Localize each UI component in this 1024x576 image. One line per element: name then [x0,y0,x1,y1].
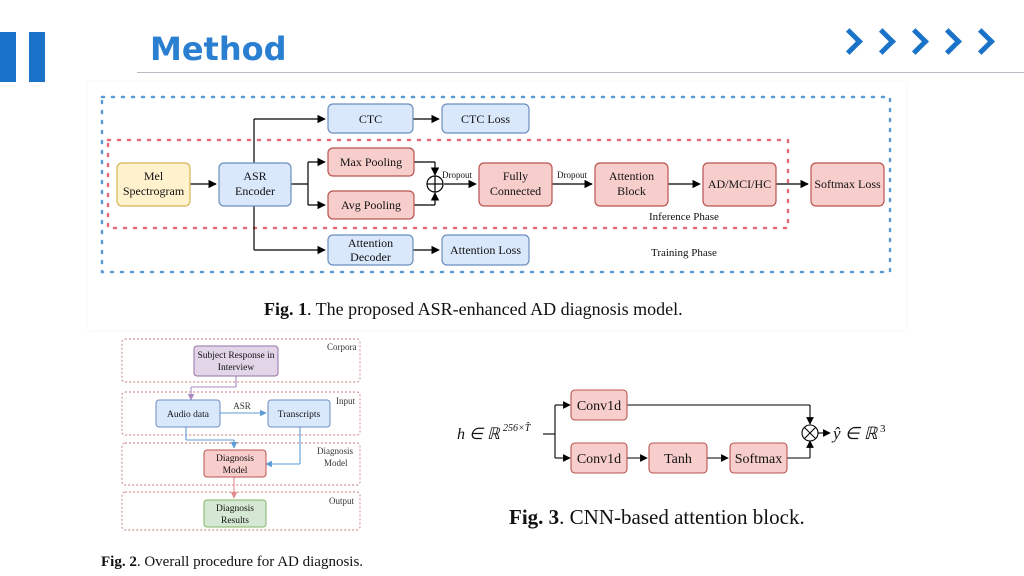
output-math-sup: 3 [880,423,886,435]
asr-arrow-label: ASR [233,401,251,411]
audio-label: Audio data [167,410,210,420]
conv1d-bottom-label: Conv1d [577,452,621,467]
asr-encoder-box [218,162,292,207]
logo-bar-left [0,32,16,82]
tanh-box [648,442,708,474]
output-label: Output [329,496,355,506]
mel-label-1: Mel [144,169,164,183]
softmax-loss-box [810,162,885,207]
asr-label-1: ASR [243,169,266,183]
chevron-right-icon [968,28,995,55]
chevron-right-icon [869,28,896,55]
mel-spectrogram-box [116,162,191,207]
figure-3-caption: Fig. 3. CNN-based attention block. [509,505,805,530]
figure-2-caption-label: Fig. 2 [101,554,137,570]
input-math-sup: 256×T̂ [503,421,532,434]
diag-results-label-1: Diagnosis [216,504,254,514]
avg-pooling-box [327,190,415,220]
multiply-operator-icon [801,424,819,442]
fully-connected-box [478,162,553,207]
diag-model-label-1: Diagnosis [216,454,254,464]
diag-section-label-2: Model [324,458,348,468]
input-label: Input [336,396,355,406]
logo-bar-right [29,32,45,82]
ctc-loss-label: CTC Loss [461,112,510,126]
attn-dec-label-2: Decoder [350,250,391,264]
softmax-label: Softmax [735,452,782,467]
corpora-section [121,338,361,383]
title-divider [137,72,1024,73]
attn-dec-label-1: Attention [348,236,393,250]
slide-title: Method [150,30,287,68]
diag-section-label-1: Diagnosis [317,446,353,456]
subject-response-box [193,345,279,377]
chevron-right-icon [902,28,929,55]
diagnosis-model-box [203,449,267,478]
diag-model-label-2: Model [223,466,248,476]
conv1d-top-label: Conv1d [577,399,621,414]
figure-1-diagram: Mel Spectrogram ASR Encoder CTC CTC Loss… [100,95,892,274]
subject-label-2: Interview [218,363,255,373]
figure-2: Corpora Input Diagnosis Model Output ASR… [96,332,398,576]
diagnosis-results-box [203,499,267,528]
admci-label: AD/MCI/HC [708,177,771,191]
softmax-loss-label: Softmax Loss [814,177,881,191]
ctc-loss-box [441,103,530,134]
attention-decoder-box [327,234,414,266]
transcripts-label: Transcripts [278,410,321,420]
subject-label-1: Subject Response in [197,351,274,361]
fully-label-2: Connected [490,184,541,198]
audio-data-box [155,399,221,428]
attn-loss-label: Attention Loss [450,243,521,257]
mel-label-2: Spectrogram [123,184,185,198]
chevron-right-icon [935,28,962,55]
ad-mci-hc-box [702,162,777,207]
figure-3-caption-text: . CNN-based attention block. [559,505,805,529]
chevron-right-icon [836,28,863,55]
max-pooling-box [327,147,415,177]
figure-1: Mel Spectrogram ASR Encoder CTC CTC Loss… [88,82,906,330]
sum-operator-icon [426,175,444,193]
dropout-label-1: Dropout [442,170,472,180]
attn-block-label-2: Block [617,184,646,198]
max-pooling-label: Max Pooling [340,155,402,169]
diag-results-label-2: Results [221,516,249,526]
conv1d-bottom-box [570,442,628,474]
figure-2-caption: Fig. 2. Overall procedure for AD diagnos… [101,554,363,571]
attn-block-label-1: Attention [609,169,654,183]
dropout-label-2: Dropout [557,170,587,180]
figure-3: Conv1d Conv1d Tanh Softmax h ∈ ℝ 256×T̂ … [443,371,907,539]
figure-3-caption-label: Fig. 3 [509,505,560,529]
output-math-label: ŷ ∈ ℝ [831,424,879,443]
corpora-label: Corpora [327,342,357,352]
figure-1-caption: Fig. 1. The proposed ASR-enhanced AD dia… [264,299,683,320]
figure-2-caption-text: . Overall procedure for AD diagnosis. [136,554,364,570]
tanh-label: Tanh [664,452,692,467]
attention-block-box [594,162,669,207]
training-phase-label: Training Phase [651,247,717,259]
ctc-box [327,103,414,134]
diagnosis-model-section [121,442,361,486]
figure-1-caption-label: Fig. 1 [264,299,307,319]
ctc-label: CTC [359,112,382,126]
softmax-box [729,442,788,474]
inference-phase-label: Inference Phase [649,211,719,223]
output-section [121,491,361,531]
fully-label-1: Fully [503,169,528,183]
input-math-label: h ∈ ℝ [457,426,501,443]
inference-phase-border [106,138,790,230]
input-section [121,391,361,436]
conv1d-top-box [570,389,628,421]
figure-2-diagram: Corpora Input Diagnosis Model Output ASR… [121,338,361,531]
attention-loss-box [441,234,530,266]
asr-label-2: Encoder [235,184,275,198]
figure-3-diagram: Conv1d Conv1d Tanh Softmax h ∈ ℝ 256×T̂ … [457,389,886,474]
transcripts-box [267,399,331,428]
figure-1-caption-text: . The proposed ASR-enhanced AD diagnosis… [307,299,683,319]
avg-pooling-label: Avg Pooling [341,198,401,212]
